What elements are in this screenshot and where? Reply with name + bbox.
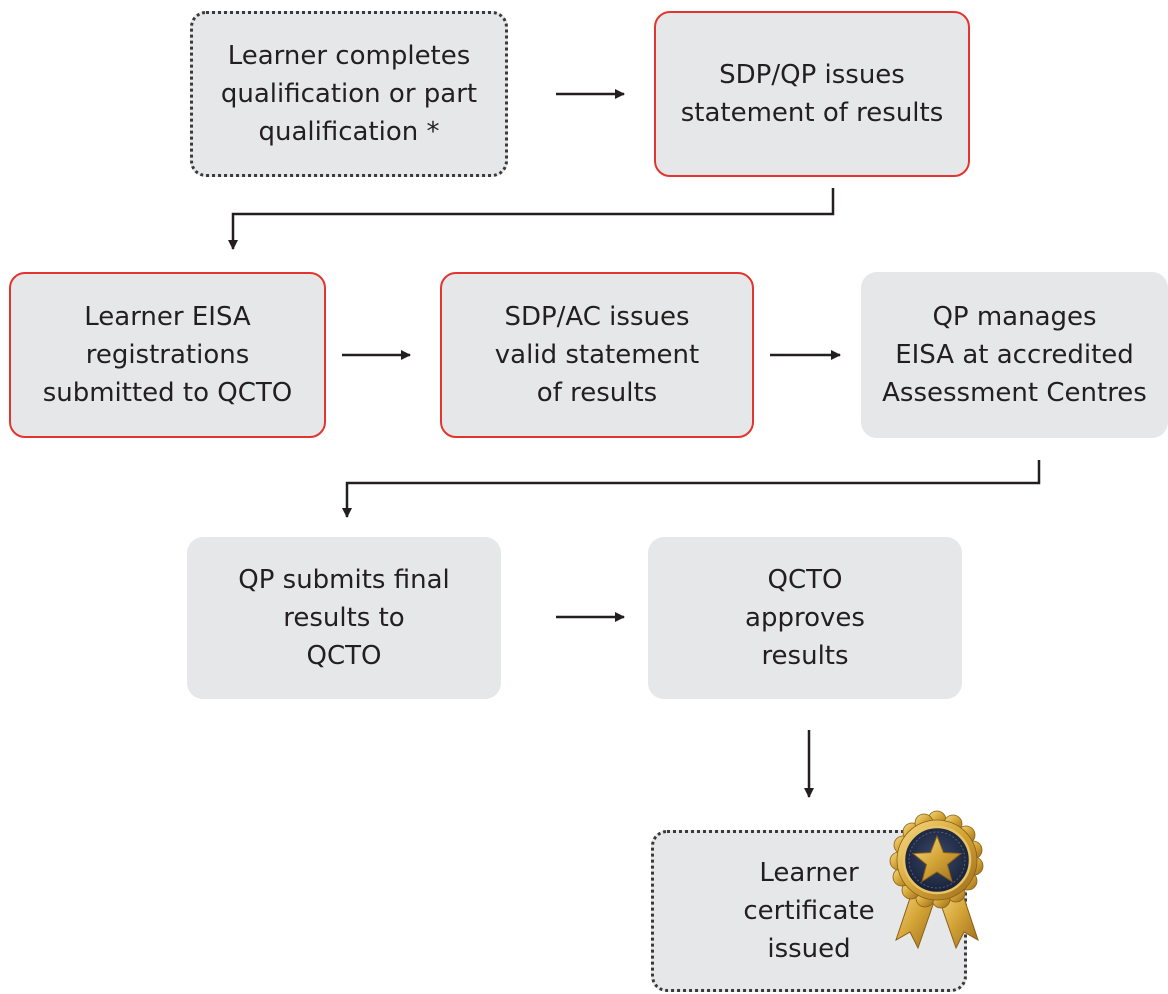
gold-rosette-star-icon [889, 810, 984, 950]
step-qcto-approves: QCTO approves results [648, 537, 962, 699]
step-qp-submits: QP submits final results to QCTO [187, 537, 501, 699]
step-certificate-issued-label: Learner certificate issued [743, 858, 875, 964]
arrow-qpmanages-to-qpsubmits [342, 460, 1041, 518]
step-sdp-ac-issues-label: SDP/AC issues valid statement of results [494, 302, 700, 408]
arrow-sdpqp-to-registrations [228, 188, 835, 250]
step-qp-submits-label: QP submits final results to QCTO [238, 565, 450, 671]
step-sdp-qp-issues-label: SDP/QP issues statement of results [680, 60, 944, 128]
step-learner-completes: Learner completes qualification or part … [190, 11, 508, 177]
step-qcto-approves-label: QCTO approves results [745, 565, 865, 671]
step-qp-manages-label: QP manages EISA at accredited Assessment… [882, 302, 1147, 408]
step-sdp-qp-issues: SDP/QP issues statement of results [654, 11, 970, 177]
step-eisa-registrations-label: Learner EISA registrations submitted to … [42, 302, 293, 408]
step-qp-manages: QP manages EISA at accredited Assessment… [861, 272, 1168, 438]
step-sdp-ac-issues: SDP/AC issues valid statement of results [440, 272, 754, 438]
step-learner-completes-label: Learner completes qualification or part … [220, 41, 478, 147]
step-eisa-registrations: Learner EISA registrations submitted to … [9, 272, 326, 438]
